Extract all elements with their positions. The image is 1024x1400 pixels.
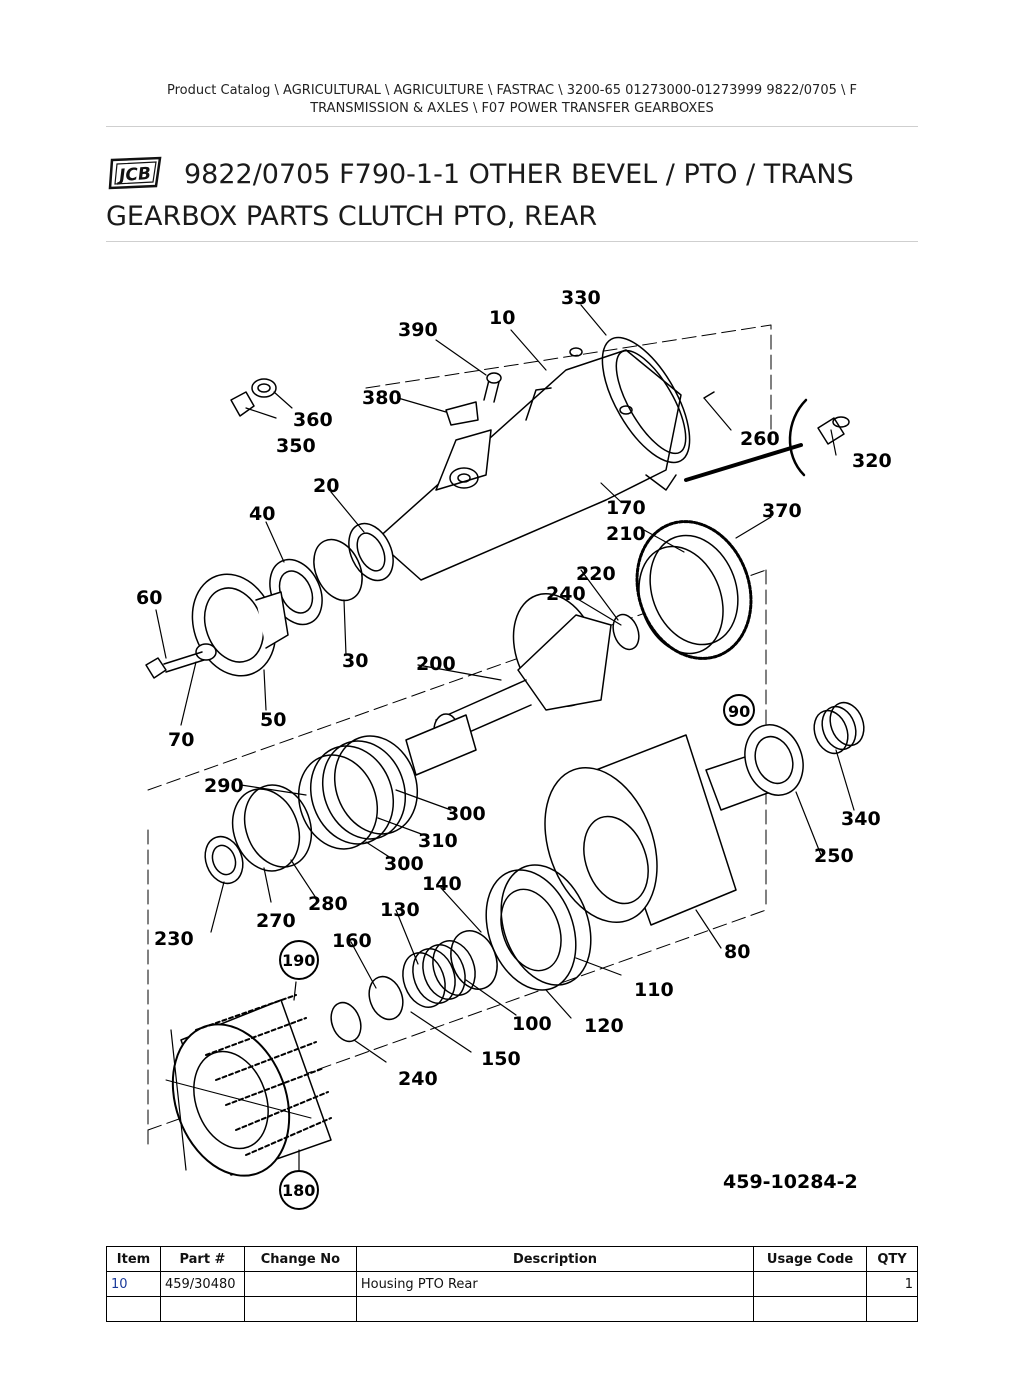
callout-290: 290 <box>204 775 244 797</box>
description-cell: Housing PTO Rear <box>355 1271 755 1297</box>
callout-380: 380 <box>362 387 402 409</box>
circlip-160 <box>368 975 404 1021</box>
circlip-210 <box>638 545 724 655</box>
callout-390: 390 <box>398 319 438 341</box>
callout-300-b: 300 <box>384 853 424 875</box>
leader-lines <box>155 304 855 1171</box>
spring-340 <box>813 701 865 755</box>
table-row: 10 459/30480 Housing PTO Rear 1 <box>106 1271 918 1297</box>
callout-330: 330 <box>561 287 601 309</box>
breadcrumb-line-2: TRANSMISSION & AXLES \ F07 POWER TRANSFE… <box>310 101 714 116</box>
column-header-item: Item <box>106 1246 161 1272</box>
callout-230: 230 <box>154 928 194 950</box>
callout-150: 150 <box>481 1048 521 1070</box>
drawing-number: 459-10284-2 <box>723 1171 858 1193</box>
item-link[interactable]: 10 <box>106 1271 161 1297</box>
callout-240-lower: 240 <box>398 1068 438 1090</box>
breadcrumb: Product Catalog \ AGRICULTURAL \ AGRICUL… <box>106 82 918 118</box>
callout-360: 360 <box>293 409 333 431</box>
callout-80: 80 <box>724 941 750 963</box>
bracket-380 <box>445 401 479 426</box>
bearing-230 <box>204 835 244 885</box>
needle-bearing-240-upper <box>612 613 640 651</box>
callout-190: 190 <box>282 951 315 970</box>
callout-circle-180 <box>279 1170 319 1210</box>
breadcrumb-line-1: Product Catalog \ AGRICULTURAL \ AGRICUL… <box>167 83 857 98</box>
callout-70: 70 <box>168 729 194 751</box>
callout-200: 200 <box>416 653 456 675</box>
callout-250: 250 <box>814 845 854 867</box>
callout-240-upper: 240 <box>546 583 586 605</box>
circlip-30 <box>313 538 363 602</box>
column-header-description: Description <box>355 1246 755 1272</box>
bolt-390 <box>483 372 502 403</box>
needle-bearing-240-lower <box>330 1001 362 1043</box>
callout-280: 280 <box>308 893 348 915</box>
callout-110: 110 <box>634 979 674 1001</box>
table-header-row: Item Part # Change No Description Usage … <box>106 1246 918 1272</box>
callout-340: 340 <box>841 808 881 830</box>
seal-140 <box>450 930 498 990</box>
callout-20: 20 <box>313 475 339 497</box>
callout-220: 220 <box>576 563 616 585</box>
callout-10: 10 <box>489 307 515 329</box>
callout-90: 90 <box>728 702 750 721</box>
usage-code-cell <box>753 1271 867 1297</box>
callout-labels: 330 390 10 380 360 350 260 320 20 40 170… <box>136 287 892 1200</box>
callout-170: 170 <box>606 497 646 519</box>
plug-350 <box>230 378 277 417</box>
page-title: 9822/0705 F790-1-1 OTHER BEVEL / PTO / T… <box>106 159 854 232</box>
output-flange-50 <box>191 573 289 677</box>
qty-cell: 1 <box>866 1271 918 1297</box>
bearing-250 <box>744 724 804 796</box>
clutch-drum-80 <box>544 734 777 926</box>
jcb-logo: JCB <box>108 156 162 190</box>
column-header-qty: QTY <box>866 1246 918 1272</box>
change-no-cell <box>243 1271 357 1297</box>
header-divider <box>106 126 918 127</box>
pin-detail <box>684 391 808 482</box>
shaft-assembly <box>297 714 477 850</box>
callout-140: 140 <box>422 873 462 895</box>
column-header-change-no: Change No <box>243 1246 357 1272</box>
callout-210: 210 <box>606 523 646 545</box>
callout-180: 180 <box>282 1181 315 1200</box>
column-header-usage-code: Usage Code <box>753 1246 867 1272</box>
callout-270: 270 <box>256 910 296 932</box>
friction-plate-pack <box>165 994 332 1177</box>
callout-60: 60 <box>136 587 162 609</box>
parts-table: Item Part # Change No Description Usage … <box>106 1246 918 1322</box>
ring-270 <box>231 784 313 872</box>
callout-circle-90 <box>723 694 755 726</box>
bolt-60 <box>145 651 205 679</box>
pto-housing <box>375 336 691 581</box>
exploded-parts-diagram: 330 390 10 380 360 350 260 320 20 40 170… <box>136 287 892 1210</box>
callout-160: 160 <box>332 930 372 952</box>
callout-30: 30 <box>342 650 368 672</box>
title-divider <box>106 241 918 242</box>
callout-350: 350 <box>276 435 316 457</box>
callout-300-a: 300 <box>446 803 486 825</box>
callout-130: 130 <box>380 899 420 921</box>
callout-310: 310 <box>418 830 458 852</box>
column-header-part: Part # <box>159 1246 245 1272</box>
callout-370: 370 <box>762 500 802 522</box>
callout-260: 260 <box>740 428 780 450</box>
callout-circle-190 <box>279 940 319 980</box>
callout-40: 40 <box>249 503 275 525</box>
spring-130 <box>402 940 476 1008</box>
callout-320: 320 <box>852 450 892 472</box>
callout-120: 120 <box>584 1015 624 1037</box>
table-row-empty <box>106 1296 918 1322</box>
callout-50: 50 <box>260 709 286 731</box>
callout-100: 100 <box>512 1013 552 1035</box>
part-number-cell: 459/30480 <box>159 1271 245 1297</box>
logo-text: JCB <box>116 164 152 186</box>
